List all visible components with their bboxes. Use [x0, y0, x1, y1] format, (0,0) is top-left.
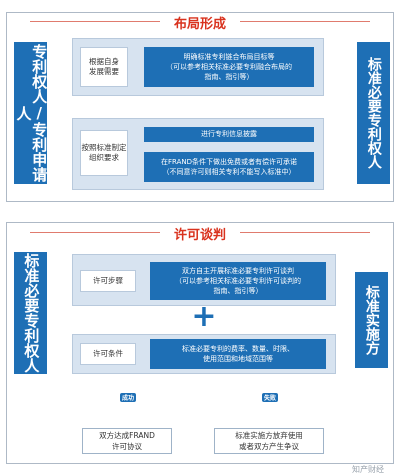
top-row-2-label: 按照标准制定 组织要求: [80, 130, 128, 176]
watermark: 知产财经: [352, 465, 384, 474]
bottom-row-1-label: 许可步骤: [80, 270, 136, 292]
implementer-bar: 标准实施方: [355, 272, 388, 368]
patentee-applicant-label: 专利权人/专利申请人: [14, 44, 49, 182]
bottom-row-1-content: 双方自主开展标准必要专利许可谈判 （可以参考相关标准必要专利许可谈判的 指南、指…: [150, 262, 326, 300]
top-row-1-content: 明确标准专利链合布局目标等 （可以参考相关标准必要专利融合布局的 指南、指引等）: [144, 47, 314, 87]
sep-holder-bar-top: 标准必要专利权人: [357, 42, 390, 184]
title-line-right-bottom: [240, 232, 370, 233]
top-row-2-content-a: 进行专利信息披露: [144, 127, 314, 142]
plus-icon: +: [191, 299, 217, 334]
bottom-row-2-content: 标准必要专利的费率、数量、时限、 使用范围和地域范围等: [150, 339, 326, 369]
outcome-failure: 标准实施方放弃使用 或者双方产生争议: [214, 428, 324, 454]
sep-holder-label-bottom: 标准必要专利权人: [22, 253, 41, 373]
patentee-applicant-bar: 专利权人/专利申请人: [14, 42, 49, 184]
license-negotiation-title: 许可谈判: [173, 228, 226, 243]
success-tag: 成功: [120, 393, 136, 402]
title-line-left-bottom: [30, 232, 160, 233]
top-row-2-content-b: 在FRAND条件下做出免费或者有偿许可承诺 （不同意许可则相关专利不能写入标准中…: [144, 152, 314, 182]
failure-tag: 失败: [262, 393, 278, 402]
title-line-left-top: [30, 21, 160, 22]
implementer-label: 标准实施方: [363, 285, 380, 355]
sep-holder-label-top: 标准必要专利权人: [365, 57, 382, 169]
title-line-right-top: [240, 21, 370, 22]
top-row-1-label: 根据自身 发展需要: [80, 47, 128, 87]
bottom-row-2-label: 许可条件: [80, 343, 136, 365]
outcome-success: 双方达成FRAND 许可协议: [82, 428, 172, 454]
layout-formation-title: 布局形成: [173, 17, 226, 32]
sep-holder-bar-bottom: 标准必要专利权人: [14, 252, 47, 374]
